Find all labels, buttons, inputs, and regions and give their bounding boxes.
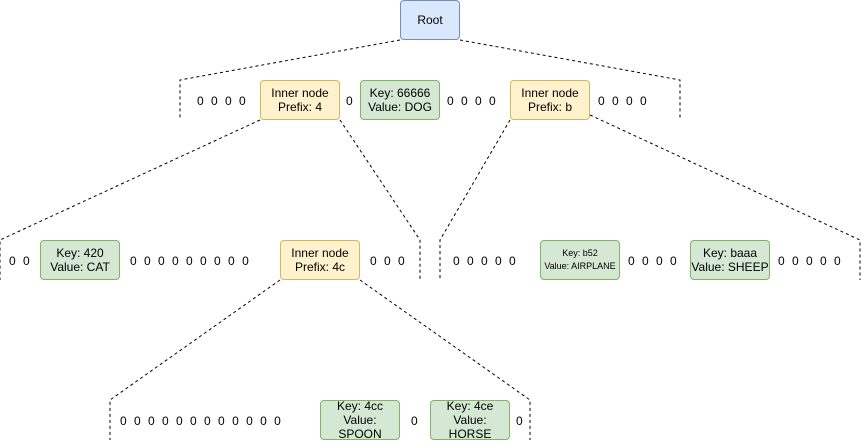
edge-inner4c-left (109, 279, 281, 440)
level1-left-empty-slots: 0 0 0 0 (197, 94, 246, 108)
inner-node-label: Inner node (271, 86, 329, 100)
inner-node-label: Inner node (291, 246, 349, 260)
leaf-value: Value: HORSE (448, 413, 492, 441)
level1-mid-empty-slots: 0 0 0 0 (447, 94, 496, 108)
leaf-value: Value: SPOON (338, 413, 382, 441)
inner-node-prefix: Prefix: 4 (277, 100, 322, 114)
level2a-mid-empty-slots: 0 0 0 0 0 0 0 0 0 (130, 254, 249, 268)
level2b-mid-empty-slots: 0 0 0 0 (628, 254, 677, 268)
leaf-value: Value: SHEEP (691, 260, 769, 274)
leaf-key: Key: 420 (56, 246, 104, 260)
root-node: Root (400, 0, 460, 40)
level3-mid-empty-slot: 0 (411, 414, 418, 428)
inner-node-prefix: Prefix: 4c (294, 260, 345, 274)
inner-node-prefix-b: Inner node Prefix: b (510, 80, 590, 120)
edge-inner4-right (339, 119, 421, 280)
inner-node-prefix-4: Inner node Prefix: 4 (260, 80, 340, 120)
leaf-cat: Key: 420 Value: CAT (40, 240, 120, 280)
leaf-sheep: Key: baaa Value: SHEEP (690, 240, 770, 280)
leaf-horse: Key: 4ce Value: HORSE (430, 399, 510, 441)
inner-node-label: Inner node (521, 86, 579, 100)
level2a-left-empty-slots: 0 0 (9, 254, 30, 268)
leaf-airplane: Key: b52 Value: AIRPLANE (540, 240, 620, 280)
leaf-key: Key: baaa (702, 246, 758, 260)
edge-root-left (179, 39, 401, 120)
level2a-right-empty-slots: 0 0 0 (370, 254, 405, 268)
level1-mid-empty-slot: 0 (346, 94, 353, 108)
leaf-key: Key: 4cc (336, 399, 384, 413)
leaf-value: Value: AIRPLANE (544, 261, 616, 271)
leaf-value: Value: CAT (50, 260, 110, 274)
level3-right-empty-slot: 0 (516, 414, 523, 428)
leaf-key: Key: 66666 (369, 86, 431, 100)
edge-innerb-left (439, 119, 511, 280)
edge-innerb-right (589, 114, 861, 280)
level2b-left-empty-slots: 0 0 0 0 0 (453, 254, 516, 268)
leaf-spoon: Key: 4cc Value: SPOON (320, 399, 400, 441)
leaf-dog: Key: 66666 Value: DOG (360, 80, 440, 120)
leaf-key: Key: b52 (562, 248, 598, 258)
leaf-value: Value: DOG (368, 100, 432, 114)
inner-node-prefix: Prefix: b (527, 100, 572, 114)
inner-node-prefix-4c: Inner node Prefix: 4c (280, 240, 360, 280)
level1-right-empty-slots: 0 0 0 0 (598, 94, 647, 108)
leaf-key: Key: 4ce (446, 399, 494, 413)
level3-left-empty-slots: 0 0 0 0 0 0 0 0 0 0 0 0 (120, 414, 281, 428)
root-label: Root (417, 13, 443, 27)
edge-inner4c-right (359, 279, 531, 440)
level2b-right-empty-slots: 0 0 0 0 0 (778, 254, 841, 268)
edge-root-right (459, 39, 681, 120)
